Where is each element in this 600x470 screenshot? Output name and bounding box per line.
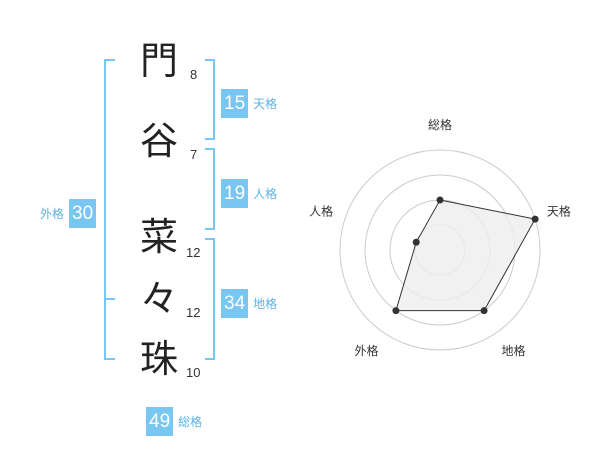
chikaku-badge: 34 地格 [221,289,277,318]
soukaku-label: 総格 [178,415,203,429]
radar-point-3 [392,307,400,315]
radar-point-1 [531,215,539,223]
jinkaku-value: 19 [221,179,249,208]
soukaku-value: 49 [146,407,174,436]
radar-point-0 [436,196,444,204]
radar-axis-label-1: 天格 [547,203,571,218]
name-char-5: 珠 [140,337,179,381]
jinkaku-label: 人格 [253,187,278,201]
tenkaku-label: 天格 [253,97,278,111]
stroke-count-3: 12 [186,245,201,260]
name-char-2: 谷 [140,119,179,163]
chikaku-value: 34 [221,289,249,318]
radar-point-2 [480,307,488,315]
stroke-count-1: 8 [190,67,198,82]
radar-axis-label-2: 地格 [501,343,525,358]
jinkaku-bracket [205,148,215,230]
gaikaku-value: 30 [69,199,97,228]
stroke-count-4: 12 [186,305,201,320]
gaikaku-badge: 外格 30 [40,199,97,228]
name-char-1: 門 [140,39,179,83]
stroke-count-5: 10 [186,365,201,380]
stroke-count-2: 7 [190,147,198,162]
radar-data-polygon [395,199,536,312]
tenkaku-value: 15 [221,89,249,118]
tenkaku-badge: 15 天格 [221,89,277,118]
chikaku-bracket [205,238,215,360]
soukaku-badge: 49 総格 [146,407,202,436]
name-char-3: 菜 [140,215,179,259]
radar-axis-label-0: 総格 [428,117,452,132]
gaikaku-label: 外格 [40,207,65,221]
radar-ring-4 [339,149,541,351]
gaikaku-bracket [104,59,115,360]
jinkaku-badge: 19 人格 [221,179,277,208]
tenkaku-bracket [205,59,215,140]
radar-axis-label-3: 外格 [355,343,379,358]
radar-axis-label-4: 人格 [309,203,333,218]
name-char-4: 々 [140,277,179,321]
chikaku-label: 地格 [253,297,278,311]
radar-point-4 [412,238,420,246]
